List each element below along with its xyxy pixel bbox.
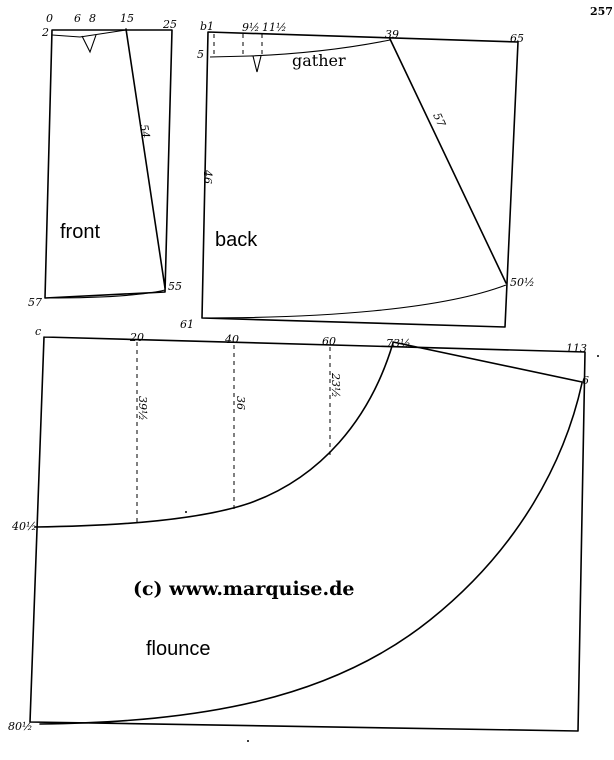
print-dot (597, 355, 599, 357)
front-outline (44, 29, 173, 299)
flounce-mark-40: 40 (224, 333, 239, 346)
front-mark-top-mid: 15 (120, 12, 134, 25)
flounce-mark-top-right: 113 (566, 342, 587, 355)
flounce-mark-73: 73½ (386, 337, 411, 350)
front-mark-top-right: 25 (162, 18, 177, 31)
flounce-outer-curve (39, 382, 583, 725)
front-dart (81, 34, 97, 54)
front-side-seam (125, 28, 166, 289)
front-mark-seam-length: 54 (137, 123, 152, 139)
back-mark-hem-right: 50½ (510, 276, 535, 289)
front-mark-hem-left: 57 (28, 296, 42, 309)
flounce-mark-d2: 36 (234, 396, 247, 410)
flounce-top-slant (392, 341, 583, 383)
back-mark-waist-left: 5 (197, 48, 204, 61)
front-piece: 0 6 8 15 25 2 54 57 55 front (28, 12, 182, 309)
back-waistline (209, 39, 391, 58)
back-piece: b1 9½ 11½ 39 65 5 57 46 61 50½ gather ba… (180, 20, 535, 331)
front-label: front (60, 221, 100, 243)
front-mark-top-left: 0 (46, 12, 53, 25)
back-mark-top-left: b1 (200, 20, 214, 33)
back-gather-mark (252, 55, 262, 73)
flounce-label: flounce (146, 638, 211, 660)
flounce-mark-20: 20 (129, 331, 144, 344)
back-mark-top-mid: 39 (385, 28, 399, 41)
flounce-mark-left-mid: 40½ (11, 520, 37, 533)
flounce-inner-curve (34, 342, 394, 528)
watermark: (c) www.marquise.de (133, 578, 354, 600)
back-mark-m2: 11½ (262, 21, 287, 34)
flounce-mark-60: 60 (322, 335, 336, 348)
back-gather-label: gather (292, 51, 346, 70)
front-mark-dart-a: 6 (74, 12, 81, 25)
flounce-piece: c 20 40 60 73½ 113 6 40½ 80½ 39½ 36 23½ … (8, 325, 589, 733)
back-hem (201, 284, 507, 319)
back-mark-hem-left: 61 (180, 318, 194, 331)
print-dot (247, 740, 249, 742)
front-waistline (51, 29, 127, 38)
back-mark-m1: 9½ (242, 21, 260, 34)
flounce-mark-d3: 23½ (329, 372, 342, 398)
back-label: back (215, 229, 258, 251)
back-mark-seam-length: 57 (430, 111, 448, 129)
back-mark-left-length: 46 (201, 169, 214, 184)
page-number: 257 (590, 5, 613, 18)
back-side-seam (389, 38, 507, 284)
flounce-mark-right: 6 (582, 374, 589, 387)
print-dot (185, 511, 187, 513)
flounce-mark-bottom-left: 80½ (8, 720, 33, 733)
front-mark-waist-left: 2 (41, 26, 49, 39)
front-mark-dart-b: 8 (89, 12, 96, 25)
back-outline (201, 31, 519, 328)
flounce-outline (29, 336, 586, 732)
flounce-mark-top-left: c (35, 325, 41, 338)
back-mark-top-right: 65 (510, 32, 524, 45)
front-mark-hem-right: 55 (168, 280, 182, 293)
front-hem (44, 289, 166, 299)
flounce-mark-d1: 39½ (136, 396, 149, 421)
